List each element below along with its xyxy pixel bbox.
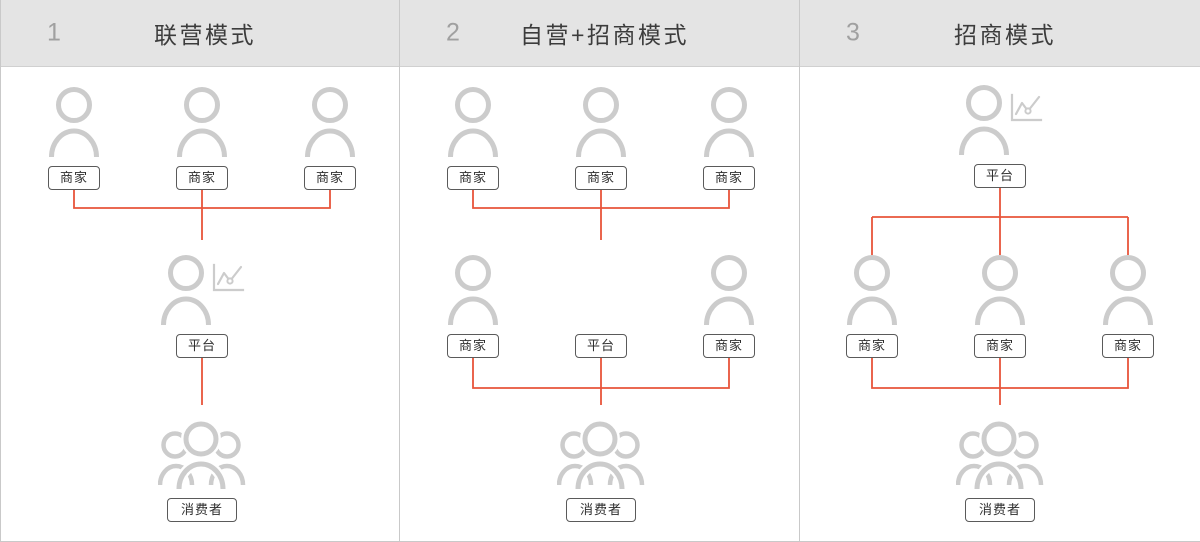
person-icon (275, 85, 385, 161)
panel-1-title: 联营模式 (154, 22, 256, 48)
node-label: 商家 (303, 166, 356, 190)
panel-3-number: 3 (846, 18, 861, 47)
panel-3-invite-model: 3 招商模式 (800, 0, 1200, 542)
node-merchant-2[interactable]: 商家 (546, 85, 656, 190)
person-icon (945, 253, 1055, 329)
person-with-chart-icon (945, 83, 1055, 159)
person-icon (674, 85, 784, 161)
node-merchant-1[interactable]: 商家 (418, 85, 528, 190)
node-consumer[interactable]: 消费者 (546, 417, 656, 522)
node-label: 商家 (702, 166, 755, 190)
node-platform[interactable]: 平台 (546, 253, 656, 358)
people-group-icon (546, 417, 656, 493)
node-merchant-3[interactable]: 商家 (674, 85, 784, 190)
panel-2-self-plus-invite: 2 自营+招商模式 商家 商家 (400, 0, 800, 542)
panel-1-number: 1 (47, 18, 62, 47)
node-label: 商家 (175, 166, 228, 190)
node-merchant-4[interactable]: 商家 (418, 253, 528, 358)
person-icon (418, 253, 528, 329)
node-label: 商家 (574, 166, 627, 190)
node-consumer[interactable]: 消费者 (147, 417, 257, 522)
node-merchant-2[interactable]: 商家 (147, 85, 257, 190)
node-merchant-5[interactable]: 商家 (674, 253, 784, 358)
node-label: 消费者 (964, 498, 1035, 522)
node-consumer[interactable]: 消费者 (945, 417, 1055, 522)
node-platform[interactable]: 平台 (147, 253, 257, 358)
node-merchant-2[interactable]: 商家 (945, 253, 1055, 358)
panel-3-title: 招商模式 (954, 22, 1056, 48)
person-icon (1073, 253, 1183, 329)
node-label: 商家 (446, 334, 499, 358)
node-label: 平台 (574, 334, 627, 358)
node-label: 商家 (702, 334, 755, 358)
node-label: 商家 (845, 334, 898, 358)
person-icon (19, 85, 129, 161)
node-label: 消费者 (166, 498, 237, 522)
person-icon (546, 85, 656, 161)
person-with-chart-icon (147, 253, 257, 329)
panel-2-title: 自营+招商模式 (520, 22, 689, 48)
panel-1-diagram: 商家 商家 商家 (1, 67, 401, 541)
node-label: 商家 (973, 334, 1026, 358)
people-group-icon (945, 417, 1055, 493)
node-label: 商家 (446, 166, 499, 190)
node-merchant-3[interactable]: 商家 (1073, 253, 1183, 358)
person-icon (674, 253, 784, 329)
node-merchant-3[interactable]: 商家 (275, 85, 385, 190)
panel-1-joint-operation: 1 联营模式 商家 商家 (0, 0, 400, 542)
people-group-icon (147, 417, 257, 493)
person-icon (418, 85, 528, 161)
node-label: 消费者 (565, 498, 636, 522)
person-icon (817, 253, 927, 329)
node-label: 平台 (175, 334, 228, 358)
node-merchant-1[interactable]: 商家 (817, 253, 927, 358)
panel-3-header: 3 招商模式 (800, 0, 1200, 67)
panel-2-diagram: 商家 商家 商家 商家 (400, 67, 800, 541)
node-label: 商家 (1101, 334, 1154, 358)
node-label: 平台 (973, 164, 1026, 188)
panel-3-diagram: 平台 商家 商家 商家 (800, 67, 1200, 541)
panel-2-number: 2 (446, 18, 461, 47)
panel-1-header: 1 联营模式 (1, 0, 399, 67)
node-label: 商家 (47, 166, 100, 190)
panel-2-header: 2 自营+招商模式 (400, 0, 799, 67)
node-merchant-1[interactable]: 商家 (19, 85, 129, 190)
person-icon (147, 85, 257, 161)
node-platform[interactable]: 平台 (945, 83, 1055, 188)
